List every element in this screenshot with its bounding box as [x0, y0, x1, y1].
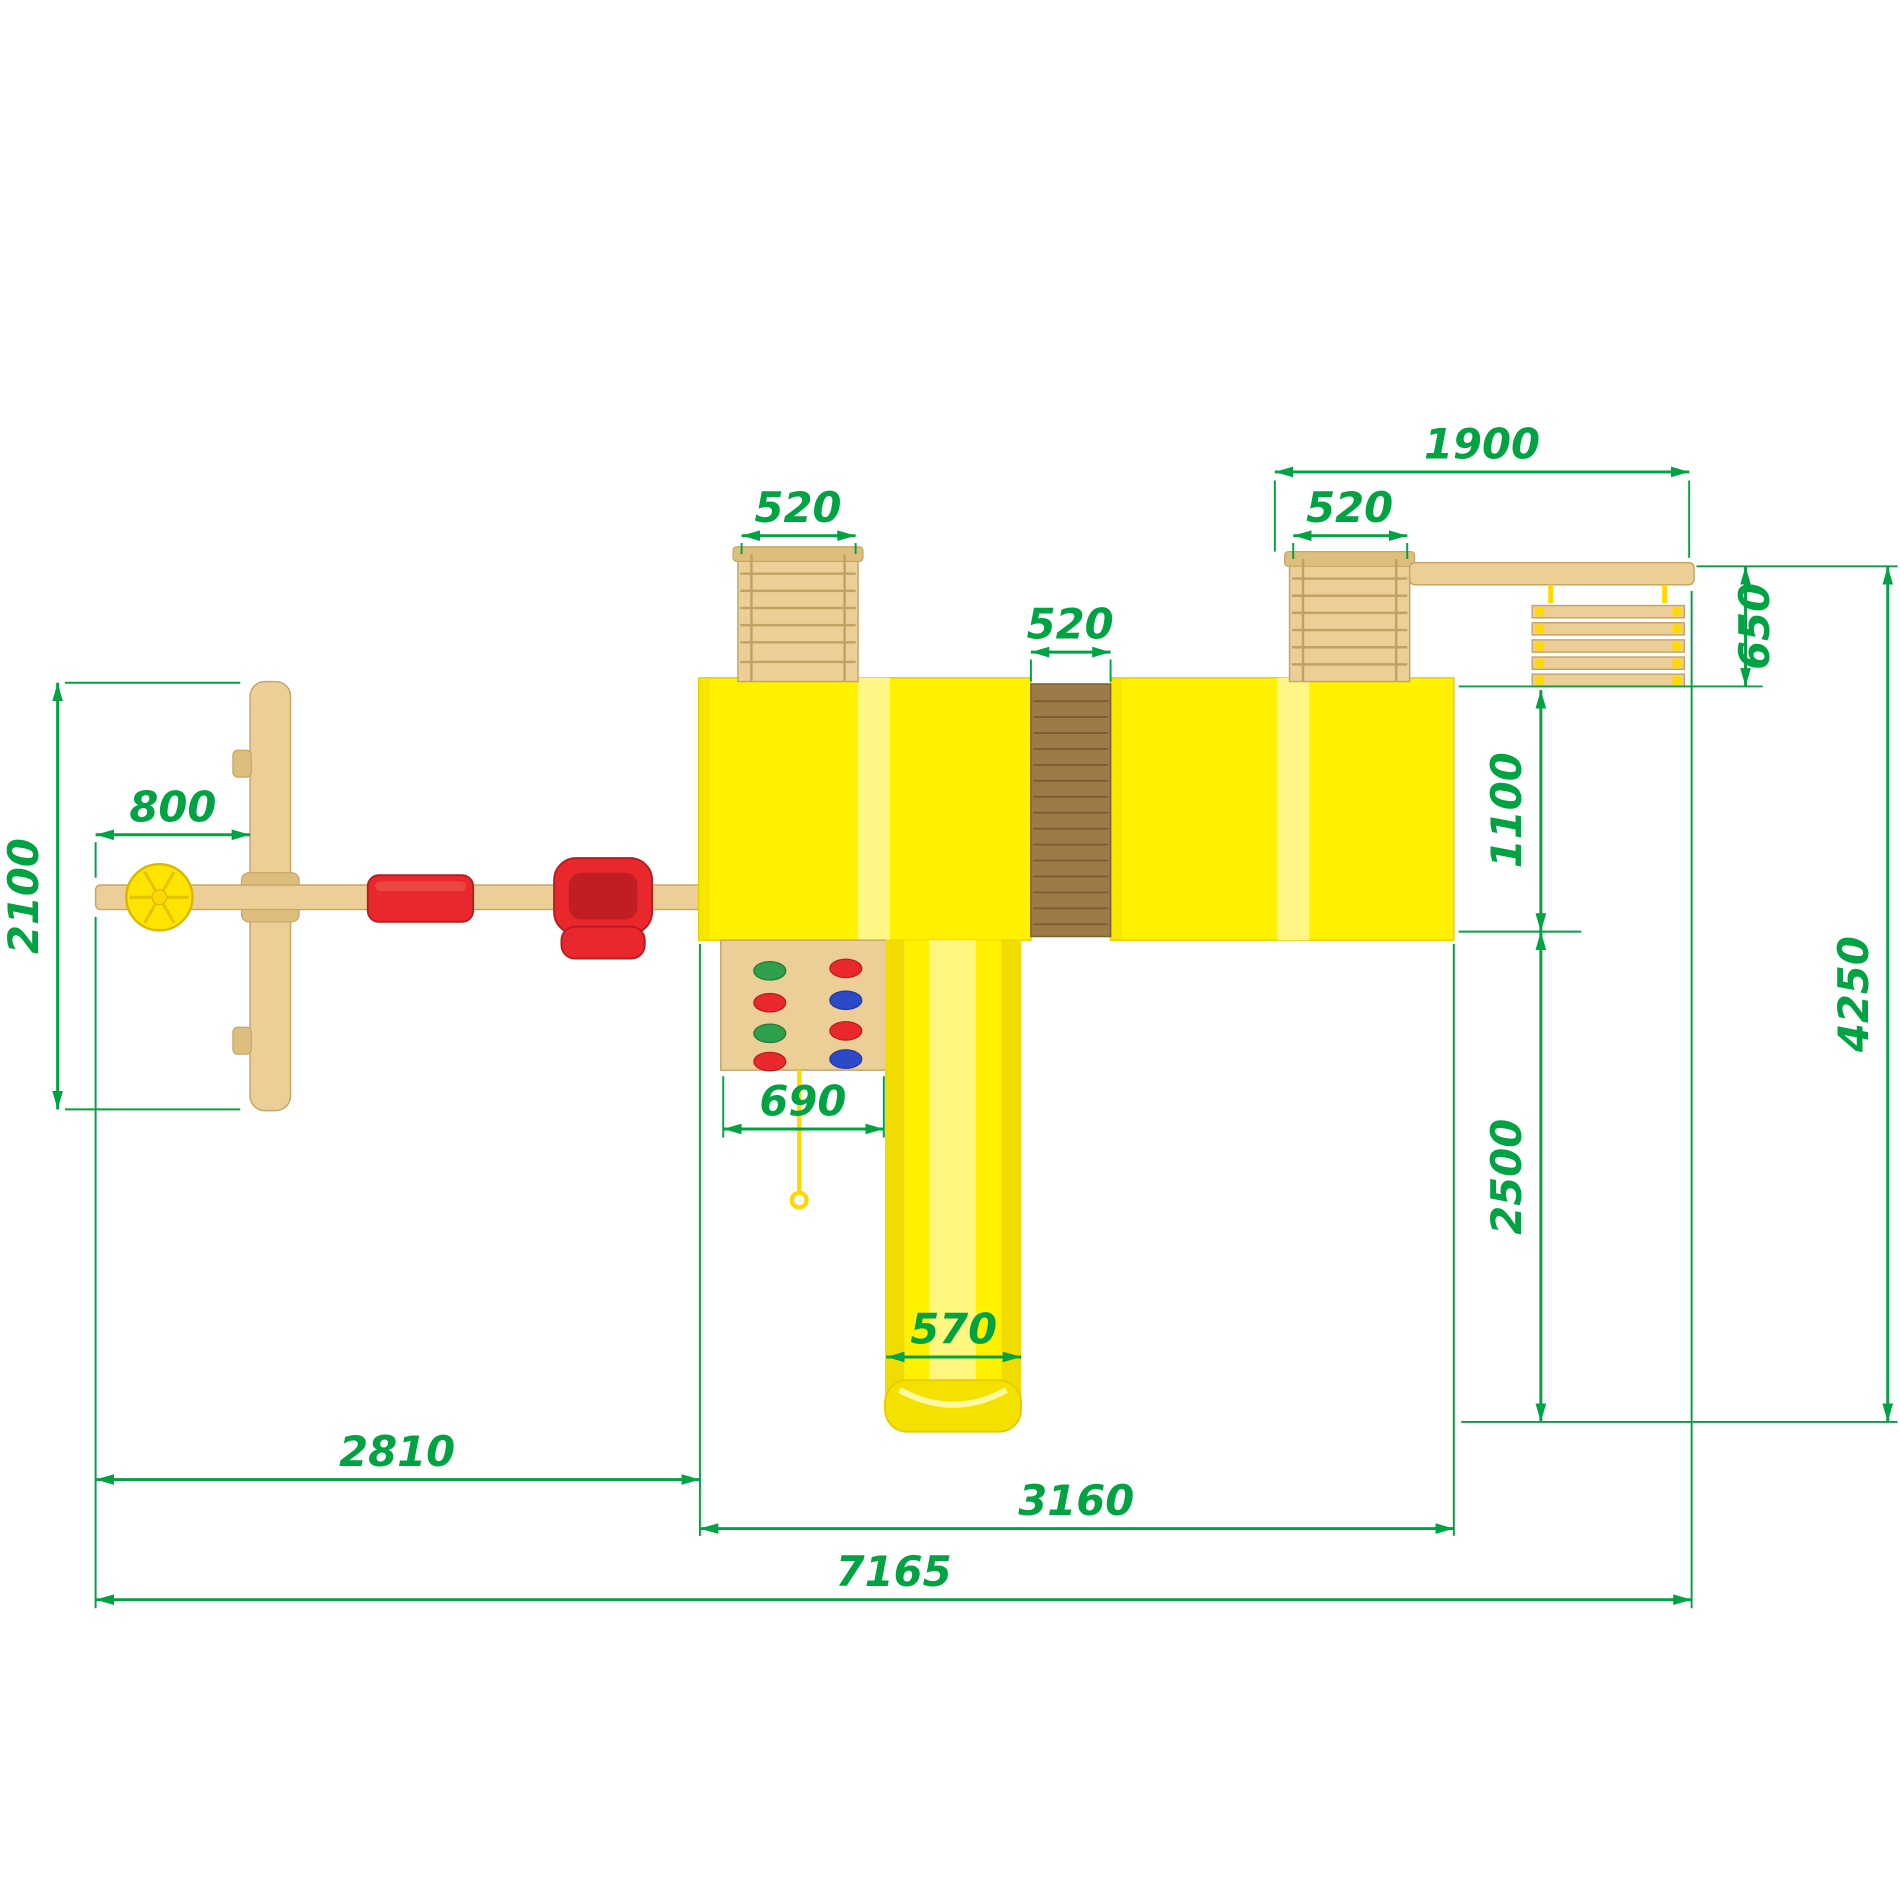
- ladder-right: [1284, 551, 1416, 683]
- dim-swing-section-width: 2810: [95, 1427, 700, 1485]
- dim-label-beam-depth: 650: [1730, 583, 1779, 670]
- dim-climb-wall-width: 690: [723, 1076, 884, 1135]
- dim-label-slide-run: 2500: [1482, 1119, 1531, 1235]
- dim-label-ladder-left-width: 520: [755, 483, 842, 532]
- swing-assembly: [94, 680, 702, 1112]
- dim-tower-depth: 1100: [1482, 690, 1547, 932]
- dim-label-swing-frame-depth: 2100: [0, 838, 48, 954]
- dim-slide-width: 570: [886, 1304, 1022, 1363]
- swing-frame-tab-upper: [232, 749, 252, 778]
- rope-ladder-hooks: [1534, 606, 1682, 686]
- dim-label-tower-section-width: 3160: [1018, 1476, 1134, 1525]
- dim-bridge-width: 520: [1027, 600, 1114, 658]
- dim-label-bridge-width: 520: [1027, 600, 1114, 649]
- hanging-rope-ladder: [1531, 604, 1685, 688]
- disc-swing: [125, 862, 194, 932]
- tower-roof-left: [697, 677, 1032, 941]
- dim-label-top-span: 1900: [1424, 419, 1540, 468]
- gym-beam: [1408, 561, 1695, 604]
- swing-frame-tab-lower: [232, 1026, 252, 1055]
- dim-total-width: 7165: [95, 1547, 1692, 1606]
- dim-swing-offset: 800: [95, 782, 251, 841]
- dim-label-ladder-right-width: 520: [1306, 483, 1393, 532]
- climbing-wall: [720, 939, 887, 1072]
- dim-label-slide-width: 570: [910, 1304, 997, 1353]
- tower-roof-right: [1109, 677, 1455, 941]
- dim-label-tower-depth: 1100: [1482, 752, 1531, 868]
- dim-label-swing-section-width: 2810: [339, 1427, 455, 1476]
- dim-label-swing-offset: 800: [129, 782, 216, 831]
- dim-swing-frame-depth: 2100: [0, 682, 63, 1110]
- dim-ladder-right-width: 520: [1293, 483, 1408, 542]
- bridge-deck: [1030, 683, 1112, 938]
- dim-label-climb-wall-width: 690: [759, 1076, 846, 1125]
- baby-swing-seat: [553, 857, 654, 960]
- extension-lines: [64, 480, 1898, 1609]
- dim-total-depth: 4250: [1829, 566, 1894, 1422]
- flat-swing-seat: [366, 874, 475, 923]
- climbing-holds: [753, 958, 863, 1072]
- dim-beam-depth: 650: [1730, 566, 1779, 687]
- dim-label-total-width: 7165: [836, 1547, 952, 1596]
- dim-slide-run: 2500: [1482, 931, 1547, 1422]
- dim-label-total-depth: 4250: [1829, 936, 1878, 1053]
- dim-ladder-left-width: 520: [741, 483, 856, 542]
- slide: [884, 940, 1023, 1433]
- dim-tower-section-width: 3160: [699, 1476, 1454, 1534]
- ladder-left: [732, 546, 864, 683]
- dim-top-span: 1900: [1274, 419, 1690, 478]
